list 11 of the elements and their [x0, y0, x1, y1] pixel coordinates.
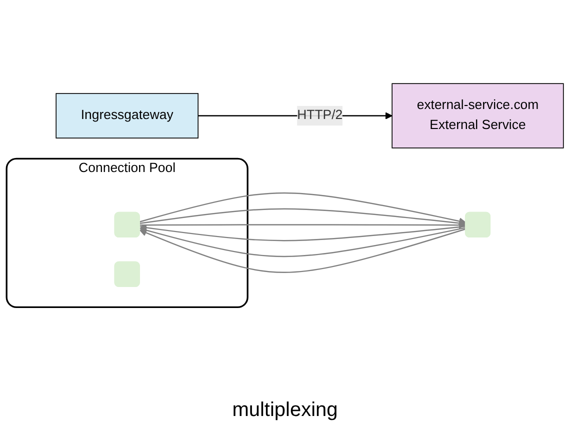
- arrow: [140, 226, 466, 257]
- arrow: [140, 221, 466, 228]
- arrow: [140, 228, 466, 273]
- edge-label: HTTP/2: [297, 108, 343, 122]
- diagram-label: multiplexing: [231, 399, 339, 422]
- node-box: external-service.com External Service: [392, 82, 564, 148]
- cluster: Connection Pool: [6, 157, 248, 308]
- arrow: [140, 192, 466, 224]
- arrow: [140, 208, 466, 226]
- arrow: [140, 224, 466, 241]
- node-box: Ingressgateway: [56, 92, 198, 138]
